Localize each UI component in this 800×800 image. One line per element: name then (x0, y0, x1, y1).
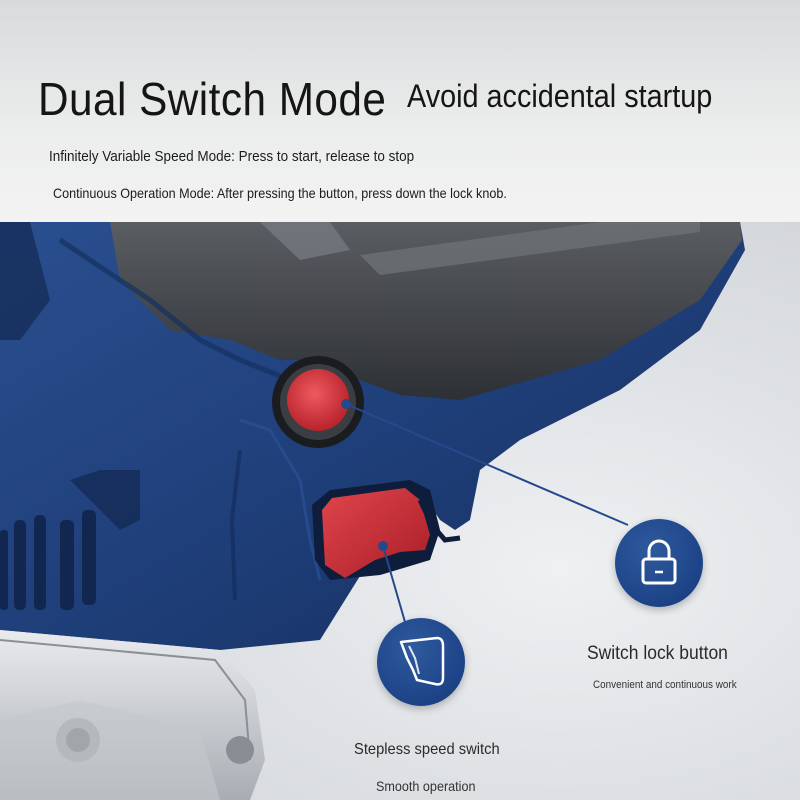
header-band (0, 0, 800, 222)
trigger-graphic (322, 488, 430, 578)
lock-badge (615, 519, 703, 607)
lock-icon (641, 539, 677, 585)
lock-button-graphic (287, 369, 349, 431)
trigger-icon (399, 636, 445, 686)
page-title: Dual Switch Mode (38, 73, 387, 125)
lock-feature-desc: Convenient and continuous work (593, 679, 737, 691)
switch-feature-title: Stepless speed switch (354, 741, 500, 758)
continuous-mode-text: Continuous Operation Mode: After pressin… (53, 185, 507, 201)
lock-feature-title: Switch lock button (587, 643, 728, 664)
page-subtitle: Avoid accidental startup (407, 78, 713, 114)
variable-speed-mode-text: Infinitely Variable Speed Mode: Press to… (49, 148, 415, 165)
switch-feature-desc: Smooth operation (376, 778, 476, 794)
switch-badge (377, 618, 465, 706)
